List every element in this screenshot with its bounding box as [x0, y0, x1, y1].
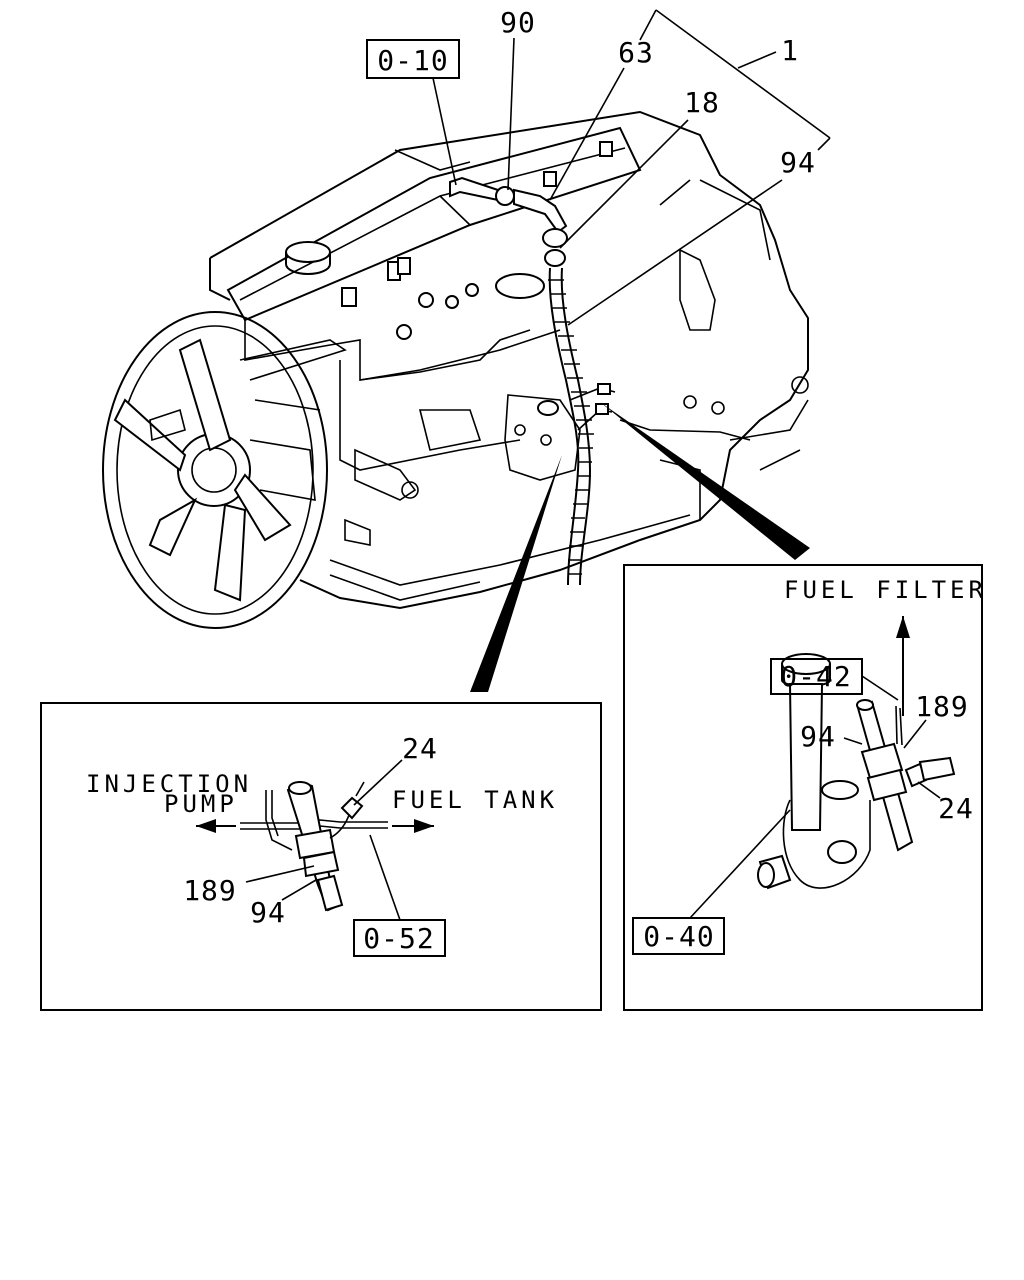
arrow-to-fuel-tank — [392, 819, 434, 833]
left-part-24-label: 24 — [402, 732, 438, 765]
callout-18[interactable]: 18 — [559, 86, 720, 249]
right-callout-189[interactable]: 189 — [903, 690, 969, 749]
injection-label-line2: PUMP — [164, 790, 238, 818]
right-callout-ref-0-40[interactable]: 0-40 — [632, 809, 791, 955]
callout-63[interactable]: 63 — [549, 36, 654, 201]
left-detail-pointer — [470, 455, 562, 692]
left-callout-24[interactable]: 24 — [353, 732, 438, 806]
right-part-189-label: 189 — [915, 690, 969, 723]
right-callout-ref-0-42[interactable]: 0-42 — [770, 658, 899, 701]
right-callout-24[interactable]: 24 — [917, 781, 974, 825]
engine-illustration — [209, 110, 809, 610]
part-63-label: 63 — [618, 36, 654, 69]
left-callout-94[interactable]: 94 — [250, 879, 317, 929]
left-detail-panel: INJECTION PUMP FUEL TANK — [40, 702, 602, 1011]
fuel-hose-illustration — [449, 176, 616, 586]
ref-0-10-label: 0-10 — [377, 44, 448, 77]
arrow-to-fuel-filter — [896, 616, 910, 716]
arrow-to-injection-pump — [196, 819, 236, 833]
left-part-94-label: 94 — [250, 896, 286, 929]
callout-90[interactable]: 90 — [500, 6, 536, 191]
callout-ref-0-10[interactable]: 0-10 — [366, 39, 460, 186]
fuel-tank-label: FUEL TANK — [392, 786, 558, 814]
fuel-filter-label: FUEL FILTER — [784, 576, 987, 604]
right-callout-94[interactable]: 94 — [800, 720, 863, 753]
part-94-main-label: 94 — [780, 146, 816, 179]
left-callout-189[interactable]: 189 — [183, 865, 315, 907]
part-18-label: 18 — [684, 86, 720, 119]
callout-1-bracket[interactable]: 1 — [639, 9, 831, 151]
left-part-189-label: 189 — [183, 874, 237, 907]
right-part-94-label: 94 — [800, 720, 836, 753]
right-part-24-label: 24 — [938, 792, 974, 825]
ref-0-42-label: 0-42 — [780, 660, 851, 693]
fan-illustration — [102, 311, 347, 629]
ref-0-40-label: 0-40 — [643, 920, 714, 953]
left-callout-ref-0-52[interactable]: 0-52 — [353, 834, 446, 957]
part-90-label: 90 — [500, 6, 536, 39]
ref-0-52-label: 0-52 — [363, 922, 434, 955]
part-1-label: 1 — [781, 34, 799, 67]
injection-label-line1: INJECTION — [86, 770, 252, 798]
right-detail-pointer — [600, 402, 810, 560]
callout-94-main[interactable]: 94 — [567, 146, 816, 326]
